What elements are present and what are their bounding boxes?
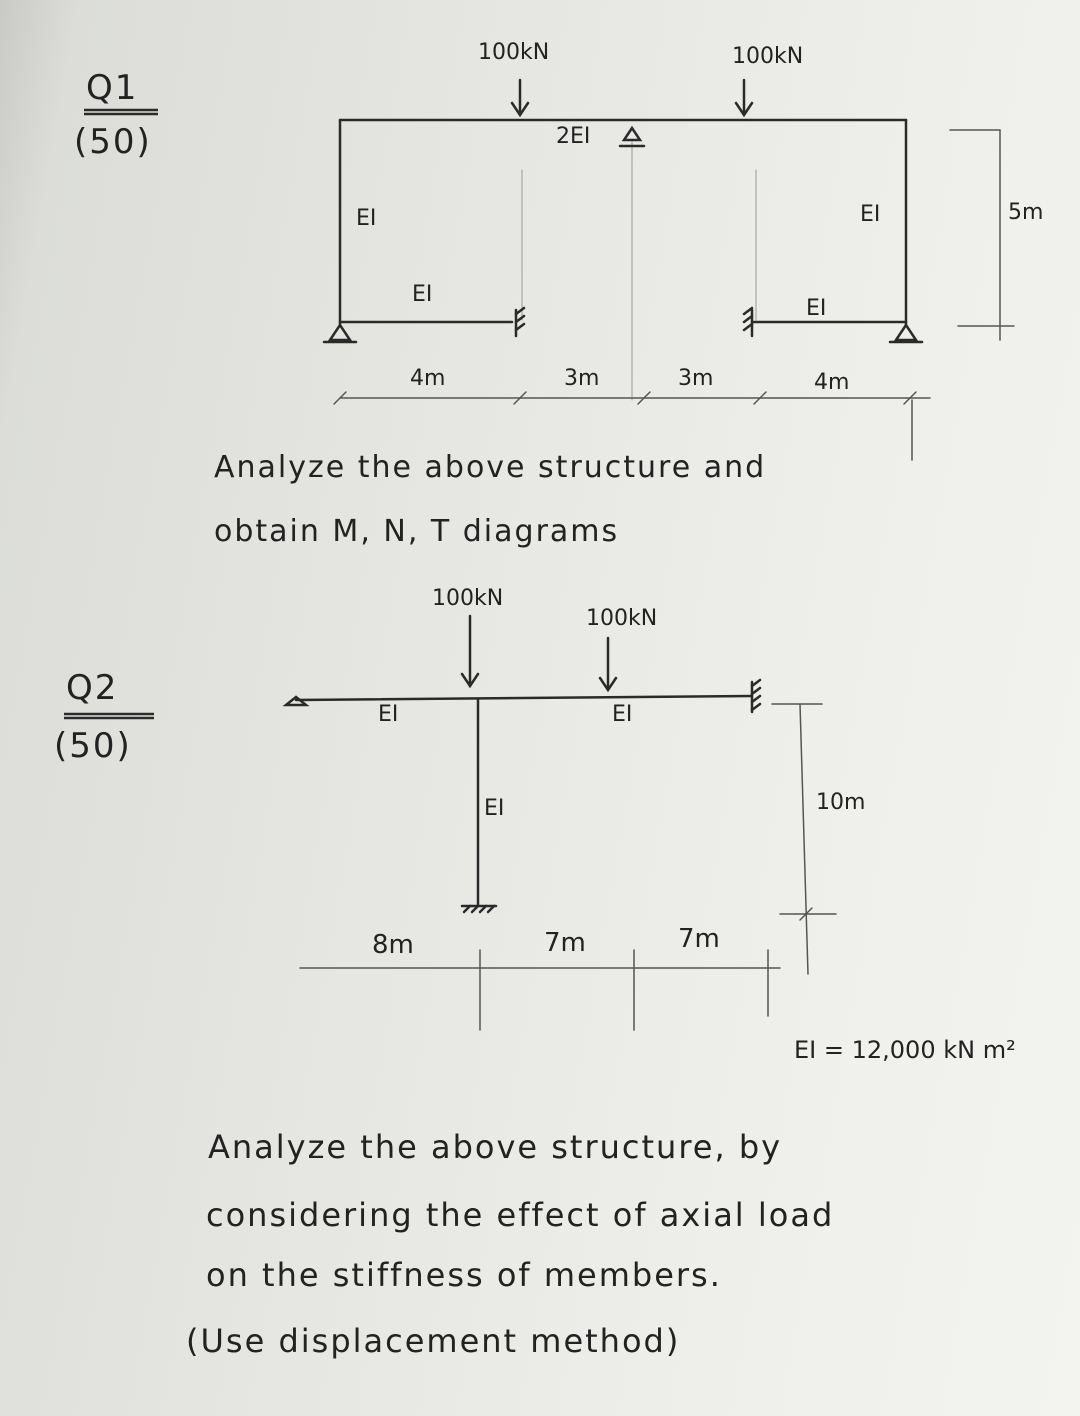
q1-load-arrows	[510, 78, 754, 118]
q1-col-left-upper-label: EI	[356, 206, 377, 231]
q1-col-left-lower-label: EI	[412, 282, 433, 307]
q2-load-arrows	[460, 614, 618, 693]
q2-number: Q2	[66, 668, 119, 708]
q1-dim-right: 4m	[814, 370, 850, 395]
q1-col-right-upper-label: EI	[860, 202, 881, 227]
q2-supports	[282, 678, 762, 914]
q2-beam-right-label: EI	[612, 702, 633, 727]
q2-dim-height: 10m	[816, 790, 866, 815]
q1-beam-label: 2EI	[556, 124, 591, 149]
q1-instruction-line2: obtain M, N, T diagrams	[214, 514, 620, 549]
q1-instruction-line1: Analyze the above structure and	[214, 450, 767, 485]
q1-frame	[338, 118, 908, 401]
q1-marks: (50)	[74, 122, 152, 162]
q1-col-right-lower-label: EI	[806, 296, 827, 321]
q1-dim-mid2: 3m	[678, 366, 714, 391]
q2-dim-mid: 7m	[544, 928, 586, 958]
q2-load-right: 100kN	[586, 606, 658, 631]
q2-instruction-line2: considering the effect of axial load	[206, 1196, 835, 1234]
q1-dim-left: 4m	[410, 366, 446, 391]
q2-dim-right: 7m	[678, 924, 720, 954]
q1-dim-mid1: 3m	[564, 366, 600, 391]
q2-load-left: 100kN	[432, 586, 504, 611]
q1-load-left: 100kN	[478, 40, 550, 65]
q1-dimension-lines	[333, 129, 1015, 461]
q2-beam-left-label: EI	[378, 702, 399, 727]
q2-instruction-line1: Analyze the above structure, by	[208, 1128, 783, 1166]
q2-dim-left: 8m	[372, 930, 414, 960]
q1-dim-height: 5m	[1008, 200, 1044, 225]
q2-frame	[294, 694, 754, 908]
q2-instruction-line4: (Use displacement method)	[186, 1322, 681, 1360]
q1-supports	[322, 125, 924, 344]
question-underlines	[64, 108, 158, 720]
q1-load-right: 100kN	[732, 44, 804, 69]
q2-instruction-line3: on the stiffness of members.	[206, 1256, 722, 1294]
q2-dimension-lines	[299, 703, 837, 1031]
q2-ei-value: EI = 12,000 kN m²	[794, 1036, 1016, 1064]
q1-number: Q1	[86, 68, 139, 108]
q2-column-label: EI	[484, 796, 505, 821]
q2-marks: (50)	[54, 726, 132, 766]
